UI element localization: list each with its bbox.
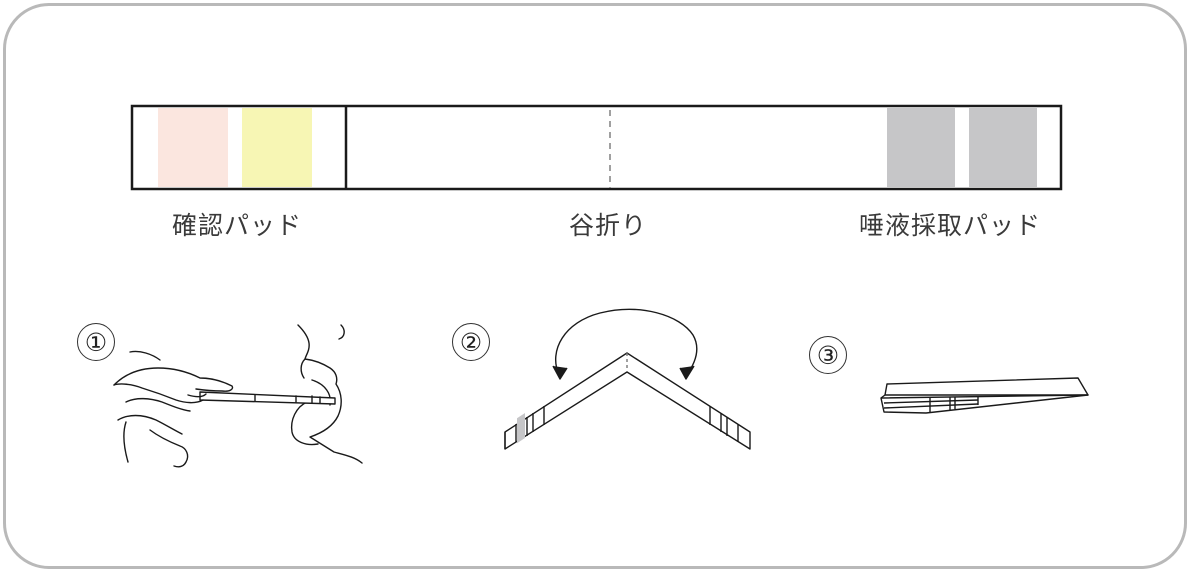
- step-1-strip: [199, 391, 336, 405]
- valley-fold-label: 谷折り: [569, 211, 648, 240]
- right-arrowhead: [679, 365, 695, 380]
- confirm-pad-2: [242, 108, 312, 187]
- step-1-number: ①: [77, 323, 115, 361]
- hand-outline: [113, 367, 234, 392]
- saliva-pad-2: [969, 108, 1037, 187]
- left-arrowhead: [552, 365, 568, 380]
- instruction-panel: [3, 3, 1187, 569]
- step-3-number: ③: [809, 336, 847, 374]
- fold-arrow: [554, 308, 698, 377]
- upper-lip: [300, 358, 306, 379]
- face-profile: [297, 324, 363, 464]
- confirm-pad-1: [158, 108, 228, 187]
- nose-tip: [338, 324, 345, 340]
- saliva-pad-1: [887, 108, 955, 187]
- folded-strip-bottom: [880, 394, 1089, 414]
- saliva-pad-label: 唾液採取パッド: [859, 211, 1042, 240]
- step-2-number: ②: [452, 323, 490, 361]
- lower-lip: [290, 401, 319, 446]
- confirm-pad-label: 確認パッド: [172, 211, 303, 240]
- folded-strip-top: [884, 377, 1089, 396]
